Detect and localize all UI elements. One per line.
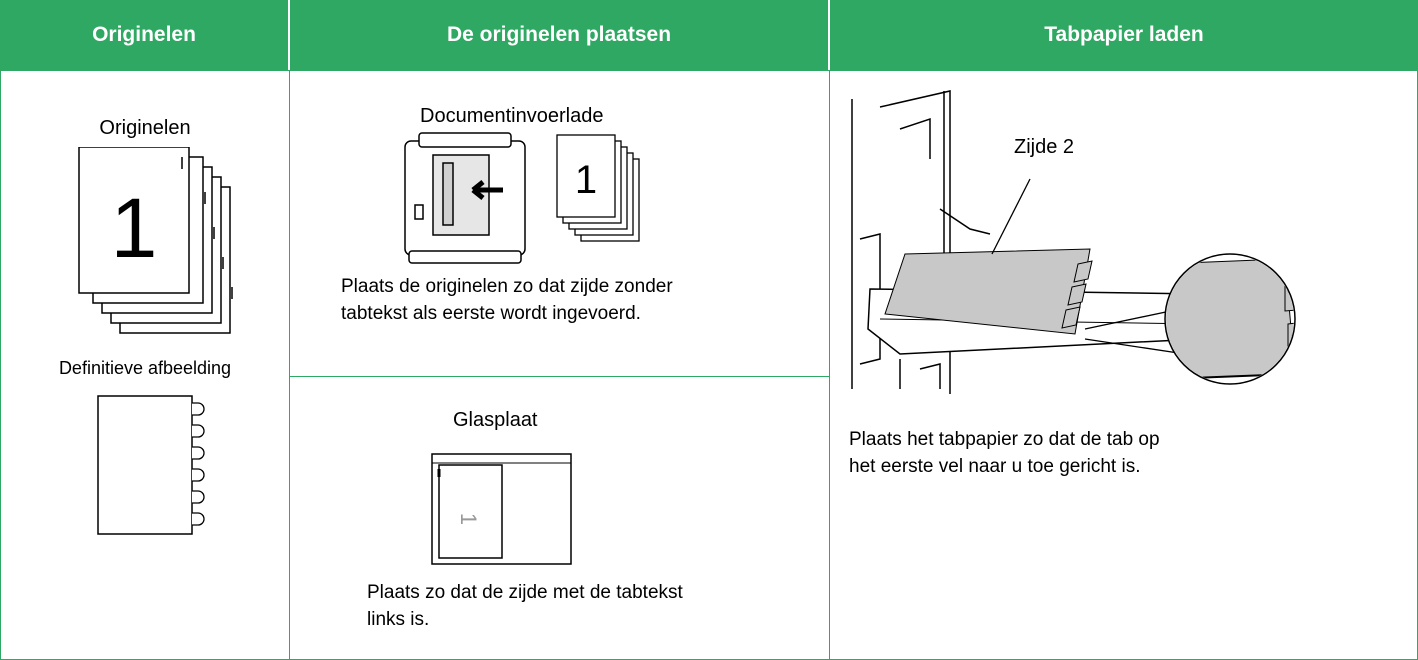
- header-placing-label: De originelen plaatsen: [446, 23, 672, 46]
- tab-instruction-line2: het eerste vel naar u toe gericht is.: [849, 456, 1141, 477]
- side-2-label: Zijde 2: [1014, 136, 1075, 158]
- feeder-page-number: 1: [575, 158, 597, 202]
- header-tab-paper: Tabpapier laden: [830, 0, 1418, 70]
- cell-tab-paper: Zijde 2 Plaats het tabpapier zo dat de t…: [829, 70, 1418, 660]
- cell-originals: Originelen 1 Definitieve afbeelding: [0, 70, 290, 660]
- final-image-illustration: [97, 395, 205, 535]
- feeder-instruction-line1: Plaats de originelen zo dat zijde zonder: [341, 276, 673, 297]
- header-originals-label: Originelen: [92, 23, 196, 46]
- glass-title: Glasplaat: [453, 409, 538, 431]
- cell-glass-platen: Glasplaat 1 Plaats zo dat de zijde met d…: [289, 376, 830, 660]
- glass-page-number: 1: [456, 513, 481, 525]
- header-originals: Originelen: [0, 0, 288, 70]
- feeder-instruction-line2: tabtekst als eerste wordt ingevoerd.: [341, 303, 641, 324]
- header-placing: De originelen plaatsen: [290, 0, 828, 70]
- final-image-label: Definitieve afbeelding: [58, 358, 232, 378]
- original-page-number: 1: [111, 181, 158, 275]
- feeder-illustration: 1: [404, 132, 640, 264]
- header-tab-paper-label: Tabpapier laden: [1044, 23, 1204, 46]
- glass-instruction-line1: Plaats zo dat de zijde met de tabtekst: [367, 582, 683, 603]
- feeder-title: Documentinvoerlade: [420, 105, 604, 127]
- cell-document-feeder: Documentinvoerlade 1 Plaats de o: [289, 70, 830, 377]
- original-pages-illustration: 1: [78, 147, 233, 334]
- bypass-tray-illustration: [851, 90, 1296, 394]
- glass-instruction-line2: links is.: [367, 609, 430, 630]
- tab-instruction-line1: Plaats het tabpapier zo dat de tab op: [849, 429, 1160, 450]
- originals-label: Originelen: [99, 117, 191, 139]
- glass-illustration: 1: [431, 453, 572, 565]
